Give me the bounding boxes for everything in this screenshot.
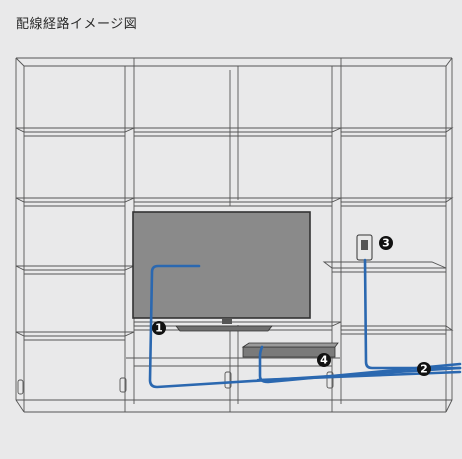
diagram-title: 配線経路イメージ図	[16, 17, 138, 32]
wall-device	[356, 234, 373, 261]
left-shelf-1	[15, 127, 135, 133]
marker-3: 3	[379, 236, 393, 250]
cable-wall	[363, 258, 462, 370]
cable-hole-side	[17, 379, 24, 395]
recorder-device	[241, 342, 339, 358]
television	[132, 211, 311, 332]
left-shelf-2	[15, 197, 135, 203]
svg-text:3: 3	[382, 237, 390, 250]
left-back-post	[15, 58, 25, 413]
left-shelf-3	[15, 265, 135, 271]
cable-hole-right	[326, 371, 334, 389]
svg-text:1: 1	[155, 322, 163, 335]
tv-neck	[222, 318, 232, 324]
marker-4: 4	[317, 353, 331, 367]
cable-hole-left	[119, 377, 127, 393]
right-shelf-4	[340, 325, 454, 331]
center-shelf-1	[133, 127, 342, 133]
right-shelf-1	[340, 127, 454, 133]
cable-tv	[148, 264, 462, 389]
right-shelf-2	[340, 197, 454, 203]
center-shelf-2	[133, 197, 342, 203]
marker-1: 1	[152, 321, 166, 335]
shelf-top-front-edge	[15, 57, 453, 67]
right-shelf-3	[322, 261, 447, 269]
tv-base	[175, 325, 273, 332]
cable-recorder	[258, 345, 462, 384]
left-shelf-4	[15, 331, 135, 337]
marker-2: 2	[417, 362, 431, 376]
cable-hole-center	[224, 371, 232, 389]
right-back-post	[445, 58, 453, 413]
svg-text:4: 4	[320, 354, 328, 367]
svg-text:2: 2	[420, 363, 428, 376]
